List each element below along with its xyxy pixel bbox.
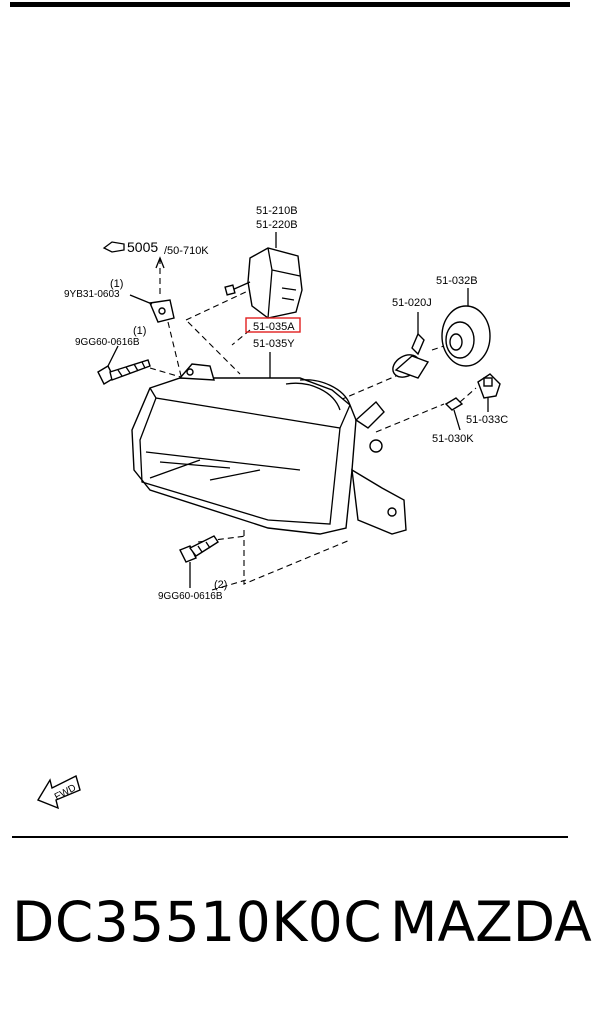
footer: DC35510K0C MAZDA (0, 890, 600, 980)
headlamp-assembly (131, 352, 407, 535)
bulb-socket (477, 373, 501, 412)
label-ref-page: /50-710K (164, 245, 209, 257)
label-bolt-bottom-qty: (2) (214, 579, 227, 591)
leveling-actuator (224, 232, 303, 319)
label-nut-part: 9YB31-0603 (64, 289, 120, 300)
label-highlighted-part: 51-035A (253, 321, 295, 333)
fwd-arrow-icon: FWD (36, 774, 81, 810)
bolt-bottom (179, 535, 219, 588)
reference-callout (102, 241, 165, 298)
label-socket: 51-033C (466, 414, 508, 426)
clip-nut (129, 294, 175, 323)
bulb-cover (441, 288, 491, 367)
bottom-rule (12, 836, 568, 838)
label-bolt-top-qty: (1) (133, 325, 146, 337)
headlamp-exploded-diagram: 51-210B 51-220B 5005 /50-710K (1) 9YB31-… (36, 205, 508, 810)
label-bolt-bottom-part: 9GG60-0616B (158, 591, 223, 602)
label-side-bulb: 51-030K (432, 433, 474, 445)
label-actuator-a: 51-210B (256, 205, 298, 217)
label-nut-qty: (1) (110, 278, 123, 290)
label-lamp-assy: 51-035Y (253, 338, 295, 350)
highlight-box (245, 317, 301, 333)
bolt-top (97, 345, 151, 385)
label-actuator-b: 51-220B (256, 219, 298, 231)
label-cover: 51-032B (436, 275, 478, 287)
headlight-bulb (392, 312, 430, 379)
side-bulb (444, 397, 464, 431)
part-number: DC35510K0C (12, 890, 383, 954)
top-rule (10, 2, 570, 7)
label-ref-num: 5005 (127, 239, 158, 255)
label-bulb: 51-020J (392, 297, 432, 309)
brand-name: MAZDA (390, 890, 592, 954)
label-bolt-top-part: 9GG60-0616B (75, 337, 140, 348)
